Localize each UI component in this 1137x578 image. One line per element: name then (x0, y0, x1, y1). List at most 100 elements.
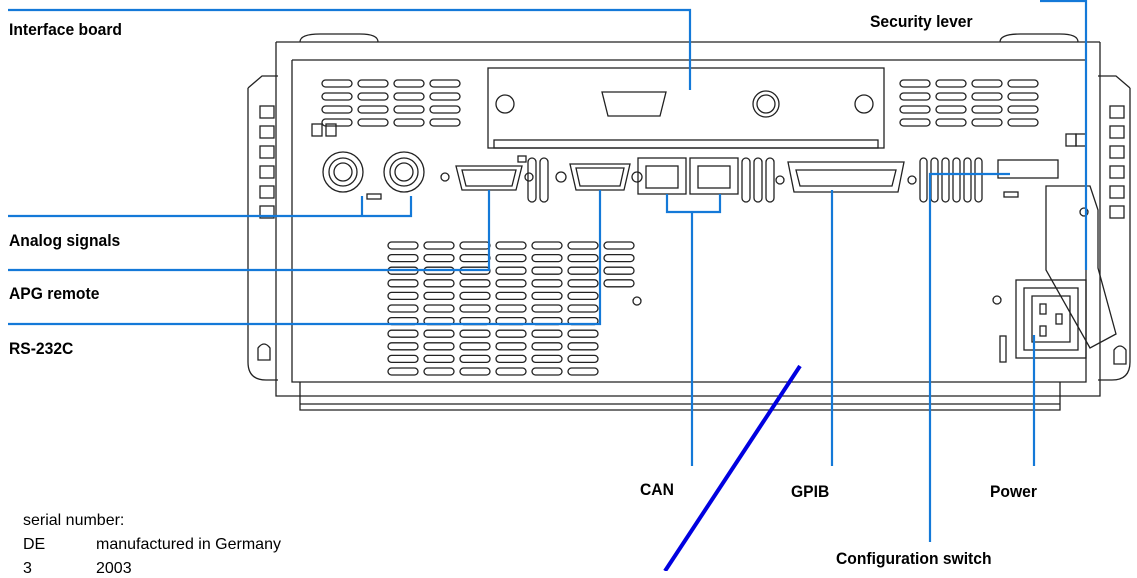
vent-slot (387, 329, 419, 338)
vent-slot (531, 354, 563, 364)
vent-slot (387, 342, 419, 351)
vent-slot (459, 241, 491, 250)
rs232c-connector (527, 157, 643, 203)
configuration-switch-leader (928, 172, 1010, 542)
vent-slot (603, 241, 635, 250)
vent-slot (495, 253, 527, 263)
label-configuration-switch: Configuration switch (836, 549, 992, 568)
vent-slot (567, 266, 599, 275)
vent-slot (531, 342, 563, 351)
label-gpib: GPIB (791, 482, 830, 501)
vent-slot (603, 253, 635, 263)
vent-slot (387, 279, 419, 288)
label-security-lever: Security lever (870, 12, 973, 31)
cut-line (663, 364, 802, 571)
vent-slot (459, 291, 491, 301)
vent-slot (531, 279, 563, 288)
serial-row-code: DE (23, 536, 46, 553)
vent-slot (423, 354, 455, 364)
right-side-vents (1109, 105, 1127, 365)
vent-slot (495, 329, 527, 338)
can-bracket (665, 194, 722, 214)
vent-slot (495, 354, 527, 364)
vent-slot (459, 342, 491, 351)
lower-vent-grid (387, 241, 642, 376)
vent-slot (423, 241, 455, 250)
power-entry (992, 279, 1087, 363)
serial-row-text: 2003 (96, 560, 132, 577)
housing-outline (247, 33, 1131, 411)
vent-slot (459, 354, 491, 364)
config-switch-block (919, 157, 1059, 203)
vent-slot (423, 342, 455, 351)
top-right-vent-slots (899, 79, 1087, 147)
vent-slot (567, 253, 599, 263)
label-can: CAN (640, 480, 674, 499)
analog-signals-leader (8, 196, 413, 218)
vent-slot (603, 279, 635, 288)
vent-slot (495, 367, 527, 376)
vent-slot (495, 291, 527, 301)
apg-remote-connector (440, 155, 534, 191)
label-analog-signals: Analog signals (9, 231, 121, 250)
vent-slot (531, 291, 563, 301)
vent-slot (567, 342, 599, 351)
vent-slot (531, 241, 563, 250)
vent-slot (567, 329, 599, 338)
vent-slot (567, 241, 599, 250)
vent-slot (531, 367, 563, 376)
vent-slot (387, 241, 419, 250)
can-ports (637, 157, 775, 203)
rs232c-leader (8, 190, 602, 326)
vent-slot (531, 329, 563, 338)
vent-slot (423, 291, 455, 301)
security-lever (1045, 185, 1117, 349)
vent-slot (459, 253, 491, 263)
vent-slot (603, 266, 635, 275)
vent-slot (495, 342, 527, 351)
vent-slot (387, 291, 419, 301)
vent-slot (387, 354, 419, 364)
left-side-vents (257, 105, 275, 361)
vent-slot (531, 253, 563, 263)
vent-slot (387, 253, 419, 263)
vent-slot (567, 367, 599, 376)
label-rs232c: RS-232C (9, 339, 74, 358)
vent-slot (495, 241, 527, 250)
vent-slot (459, 304, 491, 313)
label-interface-board: Interface board (9, 20, 122, 39)
vent-slot (495, 279, 527, 288)
vent-slot (459, 367, 491, 376)
vent-slot (387, 367, 419, 376)
vent-slot (531, 304, 563, 313)
top-left-vent-slots (311, 79, 461, 137)
gpib-connector (775, 161, 917, 193)
leader-lines (8, 0, 1088, 542)
label-apg-remote: APG remote (9, 284, 100, 303)
security-lever-leader (1040, 0, 1088, 270)
interface-board-cover (487, 67, 885, 149)
analog-bnc-connectors (322, 151, 425, 200)
vent-slot (459, 279, 491, 288)
vent-slot (567, 354, 599, 364)
vent-slot (423, 279, 455, 288)
vent-slot (423, 304, 455, 313)
vent-slot (567, 291, 599, 301)
vent-slot (423, 253, 455, 263)
vent-slot (387, 304, 419, 313)
serial-row-code: 3 (23, 560, 32, 577)
vent-slot (423, 329, 455, 338)
label-power: Power (990, 482, 1037, 501)
apg-remote-leader (8, 190, 491, 272)
vent-slot (423, 367, 455, 376)
vent-slot (495, 304, 527, 313)
vent-slot (567, 279, 599, 288)
vent-slot (495, 266, 527, 275)
vent-slot (567, 304, 599, 313)
interface-board-leader (8, 8, 692, 90)
vent-slot (531, 266, 563, 275)
vent-slot (459, 329, 491, 338)
serial-row-text: manufactured in Germany (96, 536, 281, 553)
